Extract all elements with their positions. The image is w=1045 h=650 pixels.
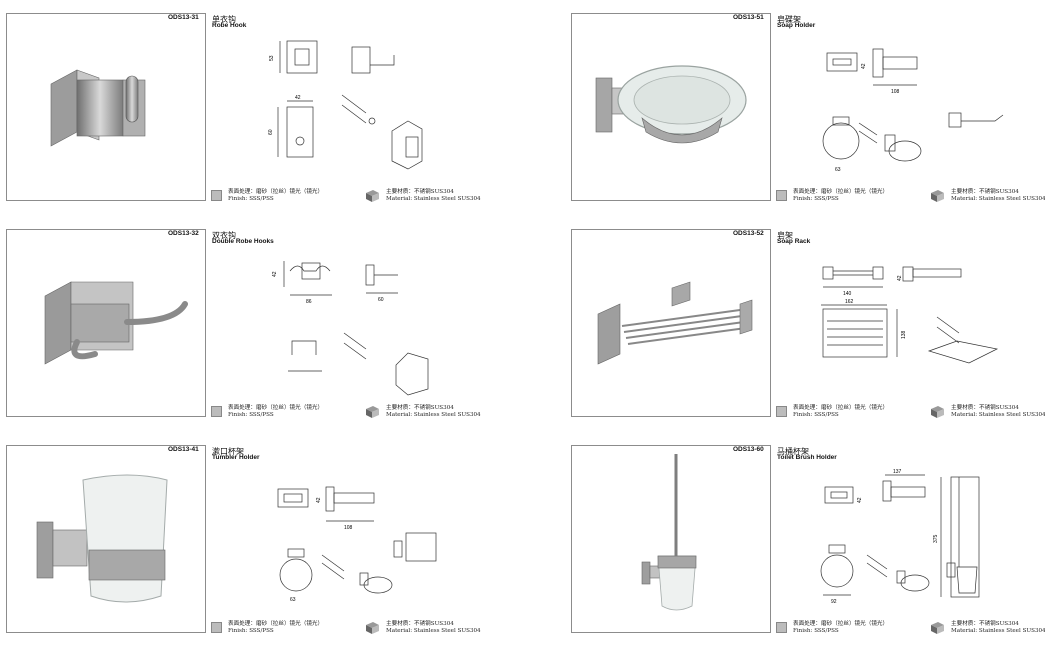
finish-text: 表面处理：磨砂（拉丝）镜光（镜光）Finish: SSS/PSS	[793, 621, 889, 635]
product-name-en: Robe Hook	[212, 22, 247, 29]
dim-label: 42	[316, 497, 322, 503]
finish-swatch	[776, 622, 787, 633]
product-card-soap-holder: ODS13-51 皂碟架 Soap Holder 42 108 63 表面处理：…	[571, 13, 1045, 203]
product-card-toilet-brush-holder: ODS13-60 马桶杯架 Toilet Brush Holder 137 42…	[571, 445, 1045, 635]
product-name-cn: 皂架	[777, 231, 793, 240]
finish-text: 表面处理：磨砂（拉丝）镜光（镜光）Finish: SSS/PSS	[228, 189, 324, 203]
product-photo	[571, 229, 771, 417]
product-card-tumbler-holder: ODS13-41 漱口杯架 Tumbler Holder 42 108 63 表…	[6, 445, 481, 635]
robe-hook-photo-icon	[50, 69, 146, 147]
product-name-cn: 皂碟架	[777, 15, 801, 24]
technical-drawings: 137 42 375 92	[820, 469, 980, 605]
product-name-cn: 双衣钩	[212, 231, 236, 240]
dim-label: 375	[933, 534, 939, 543]
dim-label: 138	[901, 330, 907, 339]
tumbler-photo-icon	[36, 474, 168, 603]
dim-label: 140	[843, 291, 852, 297]
dim-label: 42	[857, 497, 863, 503]
technical-drawings: 53 42 60	[268, 40, 423, 170]
material-cube-icon	[931, 190, 944, 202]
product-code: ODS13-41	[168, 446, 199, 453]
soap-dish-photo-icon	[595, 65, 747, 144]
finish-swatch	[776, 406, 787, 417]
dim-label: 108	[344, 525, 353, 531]
finish-swatch	[776, 190, 787, 201]
product-card-soap-rack: ODS13-52 皂架 Soap Rack 140 42 162 138 表面处…	[571, 229, 1045, 419]
product-photo	[571, 13, 771, 201]
product-card-robe-hook: ODS13-31 单衣钩 Robe Hook 53 42 60 表面处理：磨砂（…	[6, 13, 481, 203]
product-code: ODS13-31	[168, 14, 199, 21]
technical-drawings: 42 86 60	[272, 261, 429, 396]
dim-label: 137	[893, 469, 902, 475]
toilet-brush-photo-icon	[641, 454, 697, 611]
technical-drawings: 42 108 63	[822, 48, 1004, 173]
dim-label: 42	[272, 271, 278, 277]
finish-text: 表面处理：磨砂（拉丝）镜光（镜光）Finish: SSS/PSS	[793, 405, 889, 419]
finish-text: 表面处理：磨砂（拉丝）镜光（镜光）Finish: SSS/PSS	[228, 405, 324, 419]
product-card-double-robe-hooks: ODS13-32 双衣钩 Double Robe Hooks 42 86 60 …	[6, 229, 481, 419]
product-name-en: Soap Holder	[777, 22, 816, 29]
finish-text: 表面处理：磨砂（拉丝）镜光（镜光）Finish: SSS/PSS	[228, 621, 324, 635]
dim-label: 86	[306, 299, 312, 305]
product-code: ODS13-32	[168, 230, 199, 237]
product-code: ODS13-51	[733, 14, 764, 21]
product-name-cn: 单衣钩	[212, 15, 236, 24]
dim-label: 92	[831, 599, 837, 605]
material-cube-icon	[366, 406, 379, 418]
product-name-en: Tumbler Holder	[212, 454, 260, 461]
product-photo	[6, 229, 206, 417]
dim-label: 42	[897, 275, 903, 281]
double-hook-photo-icon	[44, 281, 188, 365]
dim-label: 42	[861, 63, 867, 69]
dim-label: 42	[295, 95, 301, 101]
dim-label: 53	[269, 55, 275, 61]
product-code: ODS13-60	[733, 446, 764, 453]
product-code: ODS13-52	[733, 230, 764, 237]
material-cube-icon	[366, 622, 379, 634]
product-name-en: Double Robe Hooks	[212, 238, 274, 245]
finish-swatch	[211, 622, 222, 633]
product-name-cn: 漱口杯架	[212, 447, 244, 456]
product-photo	[571, 445, 771, 633]
product-name-en: Toilet Brush Holder	[777, 454, 837, 461]
dim-label: 60	[378, 297, 384, 303]
soap-rack-photo-icon	[597, 281, 753, 365]
material-cube-icon	[366, 190, 379, 202]
finish-text: 表面处理：磨砂（拉丝）镜光（镜光）Finish: SSS/PSS	[793, 189, 889, 203]
technical-drawings: 140 42 162 138	[821, 266, 999, 364]
dim-label: 108	[891, 89, 900, 95]
material-cube-icon	[931, 406, 944, 418]
dim-label: 63	[290, 597, 296, 603]
technical-drawings: 42 108 63	[277, 486, 437, 603]
finish-swatch	[211, 190, 222, 201]
dim-label: 162	[845, 299, 854, 305]
dim-label: 63	[835, 167, 841, 173]
product-name-cn: 马桶杯架	[777, 447, 809, 456]
finish-swatch	[211, 406, 222, 417]
product-photo	[6, 13, 206, 201]
dim-label: 60	[268, 129, 274, 135]
product-name-en: Soap Rack	[777, 238, 811, 245]
material-cube-icon	[931, 622, 944, 634]
product-photo	[6, 445, 206, 633]
